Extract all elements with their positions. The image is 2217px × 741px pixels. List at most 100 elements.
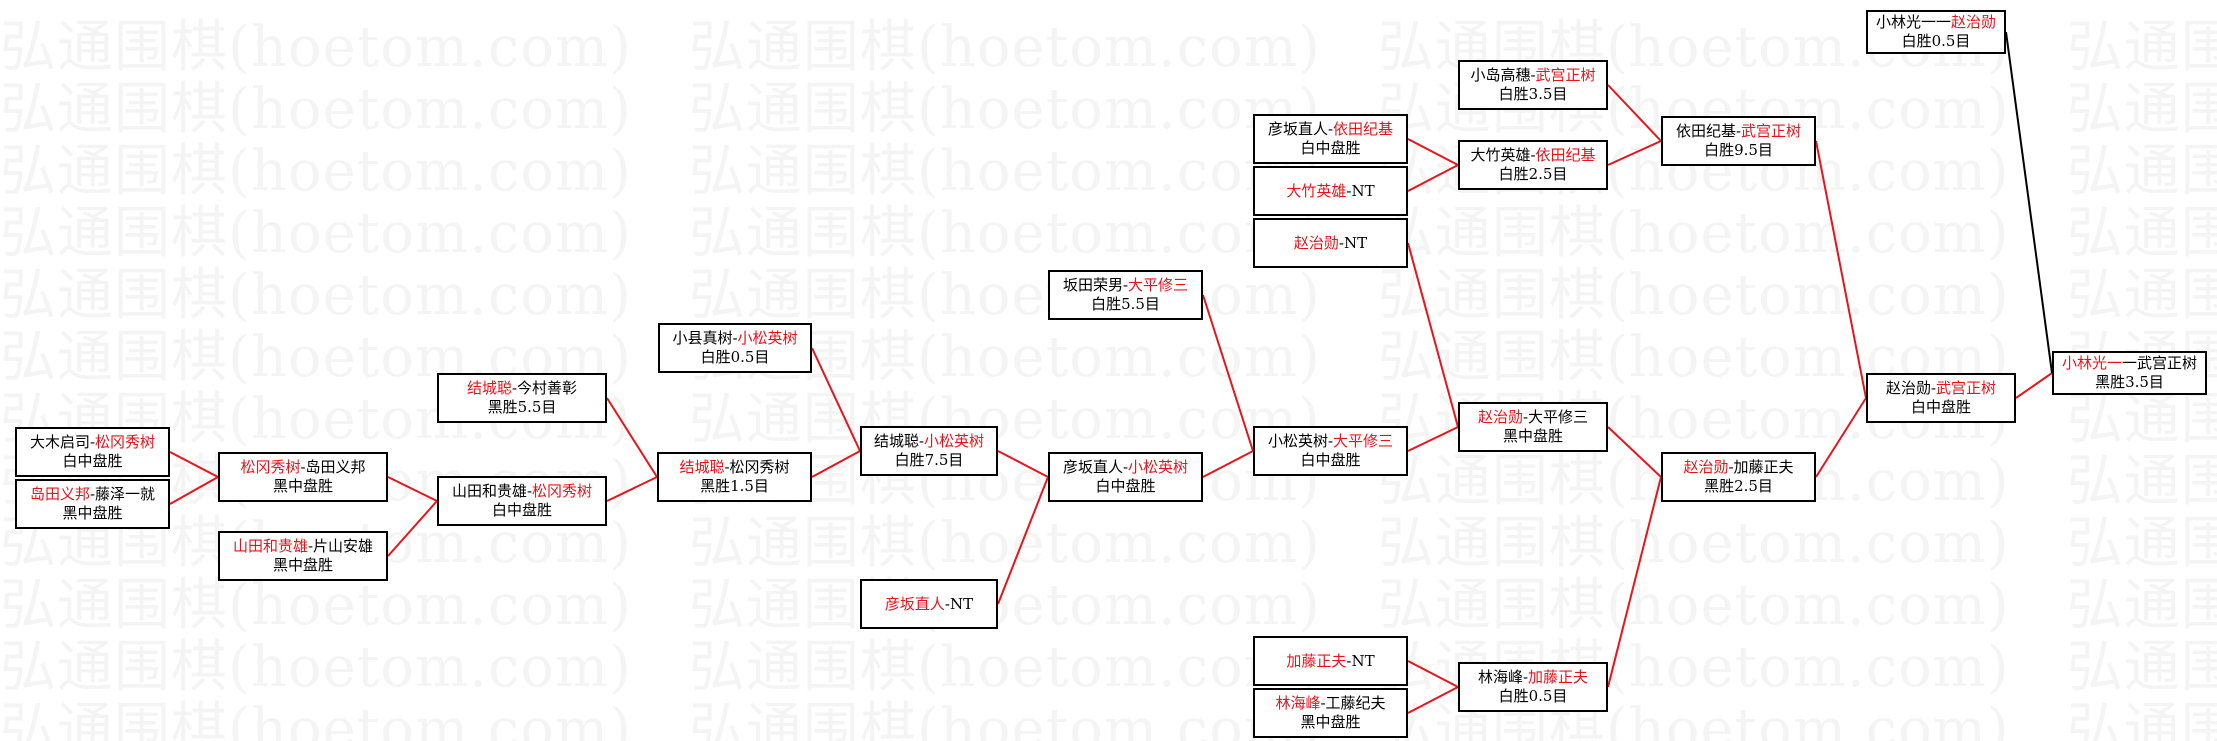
connector-m21-m24: [1607, 426, 1662, 478]
match-players: 林海峰-加藤正夫: [1460, 668, 1606, 687]
player-1: 小林光一: [2061, 354, 2122, 372]
connector-m5-m8: [606, 397, 658, 478]
match-box: 林海峰-工藤纪夫黑中盘胜: [1253, 688, 1408, 738]
player-1: 岛田义邦: [29, 485, 90, 503]
match-players: 结城聪-松冈秀树: [659, 458, 810, 477]
match-box: 岛田义邦-藤泽一就黑中盘胜: [15, 479, 170, 529]
match-players: 结城聪-今村善彰: [439, 379, 605, 398]
connector-m4-m6: [387, 500, 438, 557]
player-2: 今村善彰: [517, 379, 578, 397]
separator: -: [307, 537, 314, 555]
match-result: 黑胜3.5目: [2095, 373, 2164, 391]
match-result: 白胜9.5目: [1704, 141, 1773, 159]
match-box: 大竹英雄-NT: [1253, 166, 1408, 216]
match-players: 松冈秀树-岛田义邦: [220, 458, 386, 477]
match-result: 黑胜1.5目: [700, 477, 769, 495]
match-box: 小松英树-大平修三白中盘胜: [1253, 426, 1408, 476]
player-1: 大竹英雄: [1286, 181, 1347, 200]
player-1: 赵治勋: [1293, 233, 1339, 252]
player-1: 结城聪: [679, 458, 725, 476]
player-2: 松冈秀树: [729, 458, 790, 476]
match-result: 黑中盘胜: [272, 556, 333, 574]
match-players: 小林光一一赵治勋: [1868, 13, 2004, 32]
match-box: 赵治勋-武宫正树白中盘胜: [1866, 373, 2016, 423]
player-2: NT: [1351, 181, 1375, 200]
player-2: 藤泽一就: [95, 485, 156, 503]
player-1: 松冈秀树: [240, 458, 301, 476]
separator: -: [1122, 458, 1129, 476]
match-players: 大木启司-松冈秀树: [17, 433, 168, 452]
match-box: 结城聪-今村善彰黑胜5.5目: [437, 373, 607, 423]
player-1: 林海峰: [1477, 668, 1523, 686]
connector-m17-m22: [1407, 660, 1459, 688]
match-result: 黑中盘胜: [62, 504, 123, 522]
separator: -: [1320, 694, 1326, 712]
player-2: NT: [1351, 651, 1375, 670]
player-2: 小松英树: [737, 329, 798, 347]
match-result: 白胜0.5目: [700, 348, 770, 366]
match-players: 依田纪基-武宫正树: [1663, 122, 1814, 141]
separator: -: [1327, 432, 1334, 450]
match-result: 白胜7.5目: [894, 451, 964, 469]
separator: -: [918, 432, 925, 450]
match-box: 小林光一一武宫正树黑胜3.5目: [2052, 351, 2207, 395]
player-1: 赵治勋: [1885, 379, 1931, 397]
player-2: 工藤纪夫: [1325, 694, 1386, 712]
match-players: 林海峰-工藤纪夫: [1255, 694, 1406, 713]
match-box: 赵治勋-NT: [1253, 218, 1408, 268]
match-box: 山田和贵雄-片山安雄黑中盘胜: [218, 531, 388, 581]
match-players: 坂田荣男-大平修三: [1050, 276, 1201, 295]
match-result: 黑中盘胜: [1300, 713, 1361, 731]
player-2: 依田纪基: [1535, 146, 1596, 164]
match-result: 白胜3.5目: [1498, 85, 1568, 103]
match-box: 大竹英雄-依田纪基白胜2.5目: [1458, 140, 1608, 190]
separator: -: [511, 379, 518, 397]
match-players: 彦坂直人-NT: [862, 595, 996, 614]
player-1: 小县真树: [672, 329, 733, 347]
separator: -: [1327, 120, 1334, 138]
separator: -: [1346, 181, 1352, 200]
match-players: 赵治勋-加藤正夫: [1663, 458, 1814, 477]
player-2: 小松英树: [924, 432, 985, 450]
connector-m10-m11: [997, 476, 1049, 605]
match-box: 小林光一一赵治勋白胜0.5目: [1866, 10, 2006, 54]
match-players: 赵治勋-NT: [1255, 234, 1406, 253]
player-2: 片山安雄: [313, 537, 374, 555]
separator: -: [732, 329, 738, 347]
match-result: 黑胜2.5目: [1704, 477, 1773, 495]
player-1: 林海峰: [1275, 694, 1321, 712]
match-result: 白胜0.5目: [1901, 32, 1971, 50]
connector-m19-m23: [1607, 84, 1662, 142]
match-players: 彦坂直人-小松英树: [1050, 458, 1201, 477]
match-players: 大竹英雄-依田纪基: [1460, 146, 1606, 165]
separator: -: [526, 482, 533, 500]
player-2: NT: [949, 594, 974, 613]
player-1: 赵治勋: [1683, 458, 1729, 476]
match-players: 赵治勋-大平修三: [1460, 408, 1606, 427]
separator: -: [89, 433, 96, 451]
player-2: NT: [1343, 233, 1368, 252]
player-2: 岛田义邦: [305, 458, 366, 476]
match-result: 白胜5.5目: [1091, 295, 1160, 313]
player-1: 小林光一: [1875, 13, 1936, 31]
connector-m14-m20: [1407, 138, 1459, 166]
player-1: 大木启司: [29, 433, 90, 451]
connector-m3-m6: [387, 476, 438, 502]
connector-m24-m25: [1815, 397, 1867, 478]
separator: -: [724, 458, 730, 476]
match-box: 小岛高穗-武宫正树白胜3.5目: [1458, 60, 1608, 110]
separator: -: [1346, 651, 1352, 670]
separator: -: [1522, 408, 1529, 426]
player-2: 大平修三: [1333, 432, 1394, 450]
connector-m16-m21: [1407, 242, 1459, 428]
separator: -: [1122, 276, 1129, 294]
player-1: 赵治勋: [1477, 408, 1523, 426]
separator: -: [300, 458, 306, 476]
connector-m13-m21: [1407, 426, 1459, 452]
connector-m22-m24: [1607, 476, 1662, 688]
connector-m7-m9: [811, 347, 861, 452]
player-2: 小松英树: [1128, 458, 1189, 476]
match-box: 松冈秀树-岛田义邦黑中盘胜: [218, 452, 388, 502]
match-result: 白胜2.5目: [1498, 165, 1568, 183]
player-2: 加藤正夫: [1733, 458, 1794, 476]
